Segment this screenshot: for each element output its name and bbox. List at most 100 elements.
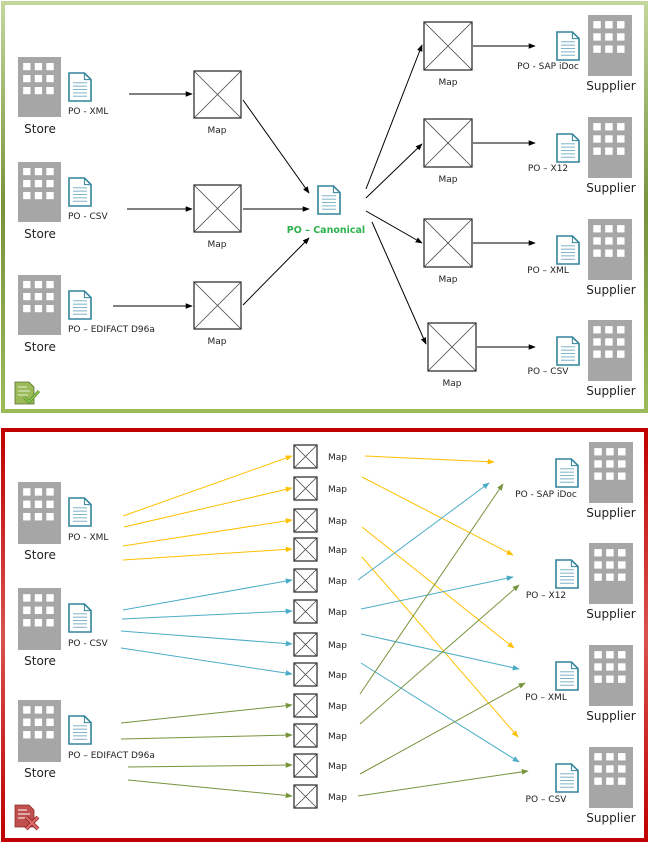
point-to-point-map-box bbox=[293, 662, 318, 687]
source-document-label: PO – EDIFACT D96a bbox=[68, 751, 155, 761]
document-icon bbox=[556, 133, 580, 163]
source-document-label: PO – EDIFACT D96a bbox=[68, 325, 155, 335]
canonical-document-label: PO – Canonical bbox=[287, 225, 365, 236]
map-label: Map bbox=[208, 337, 227, 347]
map-label: Map bbox=[328, 485, 347, 495]
building-icon bbox=[18, 57, 61, 117]
supplier-label: Supplier bbox=[586, 283, 636, 297]
connector-arrow bbox=[365, 143, 423, 199]
building-icon bbox=[589, 645, 633, 706]
connector-arrow bbox=[242, 237, 310, 306]
supplier-label: Supplier bbox=[586, 384, 636, 398]
supplier-label: Supplier bbox=[586, 79, 636, 93]
document-icon bbox=[317, 185, 341, 215]
map-to-target-arrow bbox=[359, 483, 504, 695]
source-to-map-arrow bbox=[120, 732, 293, 740]
document-check-icon bbox=[14, 381, 41, 405]
point-to-point-map-box bbox=[293, 632, 318, 657]
source-document-label: PO - XML bbox=[68, 533, 108, 543]
map-label: Map bbox=[328, 517, 347, 527]
point-to-point-map-box bbox=[293, 537, 318, 562]
point-to-point-map-box bbox=[293, 568, 318, 593]
map-to-target-arrow bbox=[361, 526, 515, 649]
point-to-point-map-box bbox=[293, 599, 318, 624]
inbound-map-box bbox=[193, 184, 242, 233]
map-label: Map bbox=[439, 275, 458, 285]
map-label: Map bbox=[328, 453, 347, 463]
document-icon bbox=[68, 290, 92, 320]
outbound-map-box bbox=[427, 322, 477, 372]
map-label: Map bbox=[328, 762, 347, 772]
map-to-target-arrow bbox=[360, 575, 514, 610]
supplier-label: Supplier bbox=[586, 811, 636, 825]
building-icon bbox=[588, 117, 632, 178]
store-label: Store bbox=[24, 766, 56, 780]
target-document-label: PO - SAP iDoc bbox=[517, 62, 579, 72]
point-to-point-map-box bbox=[293, 508, 318, 533]
point-to-point-map-box bbox=[293, 753, 318, 778]
building-icon bbox=[18, 588, 61, 650]
source-to-map-arrow bbox=[120, 630, 293, 647]
store-label: Store bbox=[24, 340, 56, 354]
document-icon bbox=[555, 559, 579, 589]
building-icon bbox=[18, 482, 61, 544]
source-to-map-arrow bbox=[120, 702, 293, 724]
map-label: Map bbox=[328, 608, 347, 618]
target-document-label: PO – XML bbox=[525, 693, 567, 703]
building-icon bbox=[589, 747, 633, 808]
source-document-label: PO - CSV bbox=[68, 212, 108, 222]
source-to-map-arrow bbox=[127, 762, 293, 768]
map-to-target-arrow bbox=[359, 682, 526, 775]
target-document-label: PO – X12 bbox=[528, 164, 568, 174]
building-icon bbox=[18, 275, 61, 335]
outbound-map-box bbox=[423, 21, 473, 71]
document-icon bbox=[68, 603, 92, 633]
document-icon bbox=[556, 336, 580, 366]
source-to-map-arrow bbox=[121, 608, 293, 620]
target-document-label: PO - SAP iDoc bbox=[515, 490, 577, 500]
target-document-label: PO – X12 bbox=[526, 591, 566, 601]
map-label: Map bbox=[328, 702, 347, 712]
supplier-label: Supplier bbox=[586, 709, 636, 723]
map-label: Map bbox=[328, 641, 347, 651]
map-label: Map bbox=[328, 671, 347, 681]
source-to-map-arrow bbox=[123, 486, 293, 528]
connector-arrow bbox=[365, 44, 423, 190]
building-icon bbox=[588, 320, 632, 381]
map-to-target-arrow bbox=[359, 584, 520, 725]
map-to-target-arrow bbox=[357, 769, 529, 797]
connector-arrow bbox=[242, 99, 310, 194]
map-label: Map bbox=[328, 793, 347, 803]
building-icon bbox=[589, 543, 633, 604]
store-label: Store bbox=[24, 227, 56, 241]
source-to-map-arrow bbox=[122, 546, 293, 561]
point-to-point-panel-frame bbox=[1, 428, 648, 842]
building-icon bbox=[18, 700, 61, 762]
source-to-map-arrow bbox=[127, 779, 293, 799]
map-label: Map bbox=[443, 379, 462, 389]
document-icon bbox=[555, 661, 579, 691]
point-to-point-map-box bbox=[293, 693, 318, 718]
inbound-map-box bbox=[193, 281, 242, 330]
document-icon bbox=[556, 31, 580, 61]
building-icon bbox=[588, 219, 632, 280]
map-label: Map bbox=[208, 126, 227, 136]
supplier-label: Supplier bbox=[586, 506, 636, 520]
point-to-point-map-box bbox=[293, 723, 318, 748]
building-icon bbox=[588, 15, 632, 76]
map-to-target-arrow bbox=[361, 476, 514, 556]
map-label: Map bbox=[328, 546, 347, 556]
map-label: Map bbox=[328, 732, 347, 742]
inbound-map-box bbox=[193, 70, 242, 119]
map-to-target-arrow bbox=[360, 633, 520, 671]
document-x-icon bbox=[14, 804, 40, 831]
supplier-label: Supplier bbox=[586, 607, 636, 621]
source-to-map-arrow bbox=[120, 647, 293, 676]
point-to-point-map-box bbox=[293, 784, 318, 809]
source-to-map-arrow bbox=[122, 455, 293, 517]
map-to-target-arrow bbox=[360, 662, 520, 763]
store-label: Store bbox=[24, 122, 56, 136]
